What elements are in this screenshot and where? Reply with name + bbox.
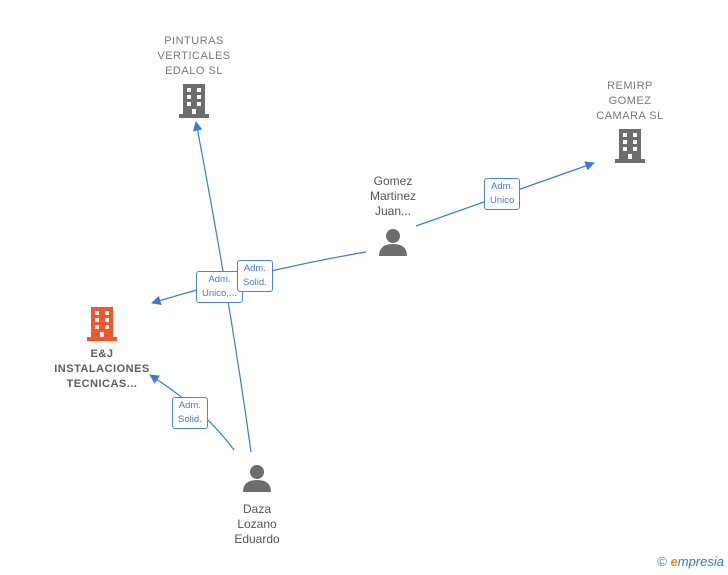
building-icon: [87, 307, 117, 341]
company-label: PINTURAS VERTICALES EDALO SL: [157, 35, 231, 77]
company-node-ej[interactable]: E&J INSTALACIONES TECNICAS...: [40, 306, 164, 392]
company-label: REMIRP GOMEZ CAMARA SL: [596, 80, 664, 122]
building-icon: [615, 129, 645, 163]
copyright-symbol: ©: [657, 554, 667, 569]
building-icon: [179, 84, 209, 118]
edge-label-gomez-remirp[interactable]: Adm. Unico: [484, 178, 521, 210]
company-node-remirp[interactable]: REMIRP GOMEZ CAMARA SL: [572, 79, 688, 169]
empresia-logo[interactable]: © empresia: [657, 554, 724, 569]
person-node-daza[interactable]: Daza Lozano Eduardo: [212, 463, 302, 547]
person-label: Gomez Martinez Juan...: [369, 174, 416, 218]
edge-label-gomez-ej[interactable]: Adm. Unico,...: [196, 271, 243, 303]
person-icon: [379, 229, 407, 256]
brand-initial: e: [670, 554, 678, 569]
company-label: E&J INSTALACIONES TECNICAS...: [54, 348, 150, 390]
person-icon: [243, 465, 271, 492]
person-node-gomez[interactable]: Gomez Martinez Juan...: [348, 174, 438, 262]
company-node-pinturas[interactable]: PINTURAS VERTICALES EDALO SL: [134, 34, 254, 124]
edge-label-daza-ej[interactable]: Adm. Solid.: [172, 397, 208, 429]
brand-name: mpresia: [677, 554, 724, 569]
edge-label-daza-pinturas[interactable]: Adm. Solid.: [237, 260, 273, 292]
person-label: Daza Lozano Eduardo: [234, 502, 280, 546]
